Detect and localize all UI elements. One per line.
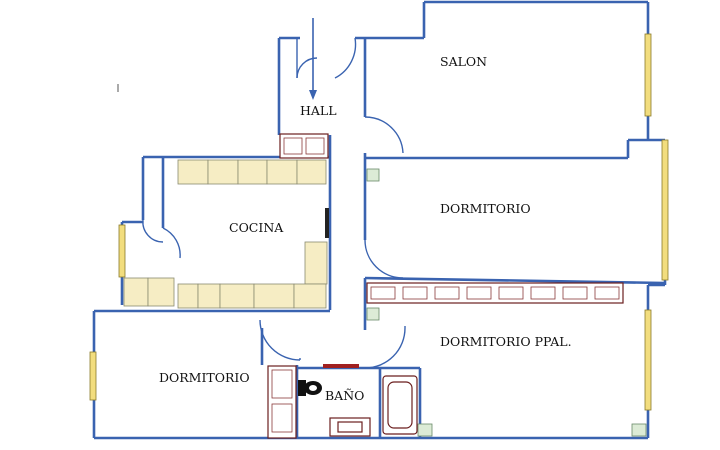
kitchen-window [118, 224, 126, 278]
counter-unit [237, 159, 268, 185]
ppal-wardrobe [366, 282, 624, 304]
wardrobes [267, 133, 624, 439]
counter-unit [219, 283, 255, 309]
counter-unit [253, 283, 295, 309]
counter-unit [293, 283, 327, 309]
dormitorio-door-swing [364, 239, 404, 279]
column [417, 423, 433, 437]
entry-arrow [309, 18, 317, 100]
dormitorio-window [661, 139, 669, 281]
entry-door-swing [296, 57, 318, 79]
counter-unit [197, 283, 221, 309]
counter-unit [177, 283, 199, 309]
bedroom-wardrobe [267, 365, 297, 439]
bedroom-window [89, 351, 97, 401]
kitchen-inner-door-swing [162, 227, 181, 259]
label-dormitorio-2: DORMITORIO [159, 370, 250, 385]
salon-door-swing [364, 116, 404, 154]
entry-door-swing-right [334, 37, 357, 79]
counter-unit [207, 159, 239, 185]
label-salon: SALON [440, 54, 487, 69]
door-swings [142, 37, 406, 369]
columns [366, 168, 647, 437]
counter-unit [304, 241, 328, 285]
counter-unit [123, 277, 149, 307]
counter-unit [296, 159, 327, 185]
counter-unit [177, 159, 209, 185]
salon-window [644, 33, 652, 117]
bedroom-door-swing [259, 319, 301, 361]
counter-unit [147, 277, 175, 307]
label-hall: HALL [300, 103, 337, 118]
toilet-icon [298, 380, 322, 396]
label-dormitorio-ppal: DORMITORIO PPAL. [440, 334, 572, 349]
label-dormitorio: DORMITORIO [440, 201, 531, 216]
bathroom-fixtures [298, 375, 418, 437]
counter-unit [266, 159, 298, 185]
label-cocina: COCINA [229, 220, 284, 235]
room-labels: SALON HALL DORMITORIO COCINA DORMITORIO … [159, 54, 572, 403]
ppal-door-swing [364, 327, 406, 369]
bathtub-basin [387, 381, 413, 429]
bath-door-mark [323, 364, 359, 368]
windows [89, 33, 669, 411]
kitchen-door-mark [325, 208, 329, 238]
column [366, 307, 380, 321]
pantry-door-swing [142, 219, 164, 243]
column [631, 423, 647, 437]
ppal-window [644, 309, 652, 411]
column [366, 168, 380, 182]
kitchen-counters [123, 159, 328, 309]
label-bano: BAÑO [325, 388, 364, 403]
sink-basin [337, 421, 363, 433]
